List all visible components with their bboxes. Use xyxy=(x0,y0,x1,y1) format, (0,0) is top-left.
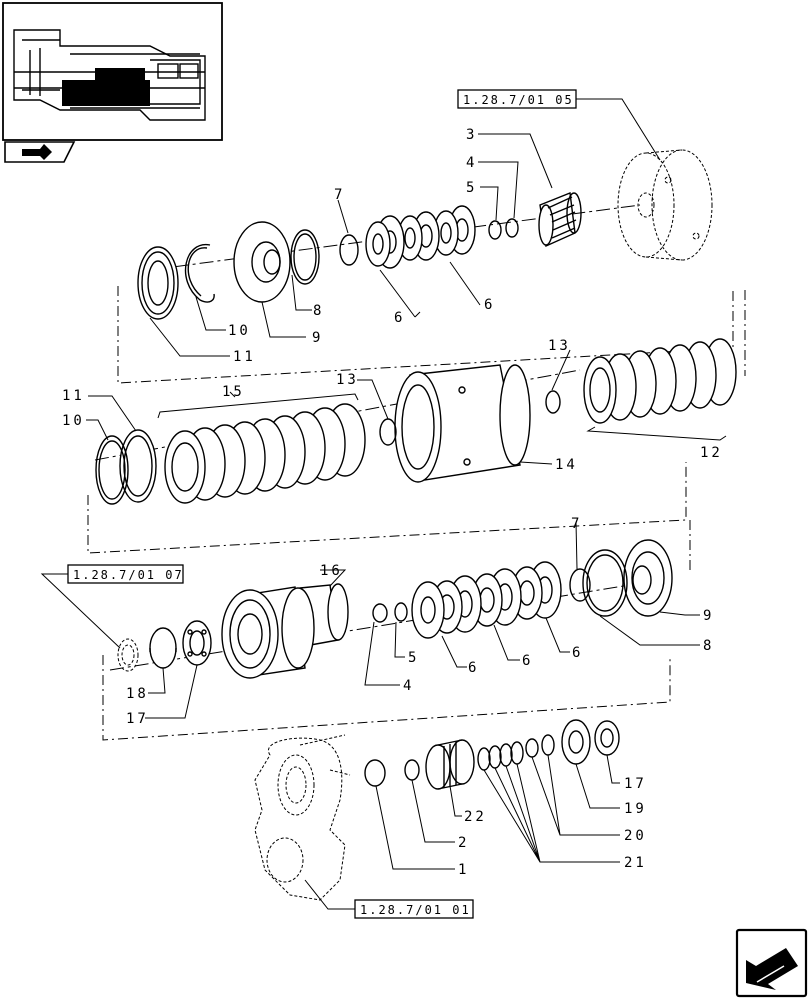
label-4-top: 4 xyxy=(466,155,477,171)
part-13-ring-right xyxy=(545,390,561,414)
part-5-washer-lower xyxy=(394,602,408,622)
label-6-lower-2: 6 xyxy=(522,653,533,669)
part-15-disc-pack xyxy=(164,403,366,504)
label-6-top-right: 6 xyxy=(484,297,495,313)
part-11-gear-ring xyxy=(119,429,157,503)
ref-box-2[interactable]: 1.28.7/01 07 xyxy=(67,564,184,584)
part-10-circlip xyxy=(184,244,215,303)
part-6-discs-top xyxy=(365,205,476,269)
part-8-snap-ring xyxy=(290,229,320,285)
clutch-housing xyxy=(617,149,713,261)
label-9-lower: 9 xyxy=(703,608,714,624)
label-18: 18 xyxy=(126,686,149,702)
part-6-discs-lower xyxy=(411,561,562,639)
ref-text-2: 1.28.7/01 07 xyxy=(73,568,184,582)
label-21: 21 xyxy=(624,855,647,871)
label-22: 22 xyxy=(464,809,487,825)
part-21-seal-rings xyxy=(477,741,524,771)
part-14-drum xyxy=(394,364,531,483)
part-12-disc-pack xyxy=(583,338,737,424)
label-3: 3 xyxy=(466,127,477,143)
label-10-top: 10 xyxy=(228,323,251,339)
label-7-top: 7 xyxy=(334,187,345,203)
ref-box-3[interactable]: 1.28.7/01 01 xyxy=(354,899,474,919)
label-16: 16 xyxy=(320,563,343,579)
part-16-double-gear xyxy=(221,583,349,679)
label-19: 19 xyxy=(624,801,647,817)
ref-box-1[interactable]: 1.28.7/01 05 xyxy=(457,89,577,109)
transmission-case-ghost xyxy=(254,734,351,901)
label-10-mid: 10 xyxy=(62,413,85,429)
part-19-bearing xyxy=(561,719,591,765)
part-1-nut xyxy=(364,759,386,787)
label-4-lower: 4 xyxy=(403,678,414,694)
part-22-hub xyxy=(425,739,475,790)
part-4-ring xyxy=(505,218,519,238)
part-5-washer xyxy=(488,220,502,240)
label-5-lower: 5 xyxy=(408,650,419,666)
label-15: 15 xyxy=(222,384,245,400)
part-4-ring-lower xyxy=(372,603,388,623)
part-7-ring-lower xyxy=(569,568,591,602)
label-14: 14 xyxy=(555,457,578,473)
part-2-washer xyxy=(404,759,420,781)
label-13-left: 13 xyxy=(336,372,359,388)
part-17-bearing xyxy=(182,620,212,666)
part-3-gear xyxy=(538,192,582,248)
ref-text-3: 1.28.7/01 01 xyxy=(360,903,471,917)
label-1: 1 xyxy=(458,862,469,878)
label-13-right: 13 xyxy=(548,338,571,354)
part-9-piston xyxy=(233,221,291,303)
book-arrow-icon[interactable] xyxy=(4,141,76,163)
part-20-ring-b xyxy=(541,734,555,756)
label-6-lower-1: 6 xyxy=(468,660,479,676)
label-11-mid: 11 xyxy=(62,388,85,404)
label-2: 2 xyxy=(458,835,469,851)
part-ghost-bearing xyxy=(117,638,139,672)
label-5-top: 5 xyxy=(466,180,477,196)
label-17-right: 17 xyxy=(624,776,647,792)
part-13-ring-left xyxy=(379,418,397,446)
part-8-snap-ring-lower xyxy=(582,549,628,617)
label-17-left: 17 xyxy=(126,711,149,727)
ref-text-1: 1.28.7/01 05 xyxy=(463,93,574,107)
label-8-top: 8 xyxy=(313,303,324,319)
label-12: 12 xyxy=(700,445,723,461)
part-11-gear-disc xyxy=(137,246,179,320)
label-7-lower: 7 xyxy=(571,516,582,532)
label-11-top: 11 xyxy=(233,349,256,365)
part-7-ring xyxy=(339,234,359,266)
next-page-arrow-icon[interactable] xyxy=(735,928,808,998)
part-17-bearing-lower xyxy=(594,720,620,756)
label-6-top-left: 6 xyxy=(394,310,405,326)
part-9-piston-lower xyxy=(623,539,673,617)
overview-thumbnail xyxy=(2,2,223,141)
label-8-lower: 8 xyxy=(703,638,714,654)
part-18-bushing xyxy=(149,627,177,669)
label-20: 20 xyxy=(624,828,647,844)
part-20-ring-a xyxy=(525,738,539,758)
label-9-top: 9 xyxy=(312,330,323,346)
label-6-lower-3: 6 xyxy=(572,645,583,661)
part-10-snap-ring xyxy=(95,435,129,505)
